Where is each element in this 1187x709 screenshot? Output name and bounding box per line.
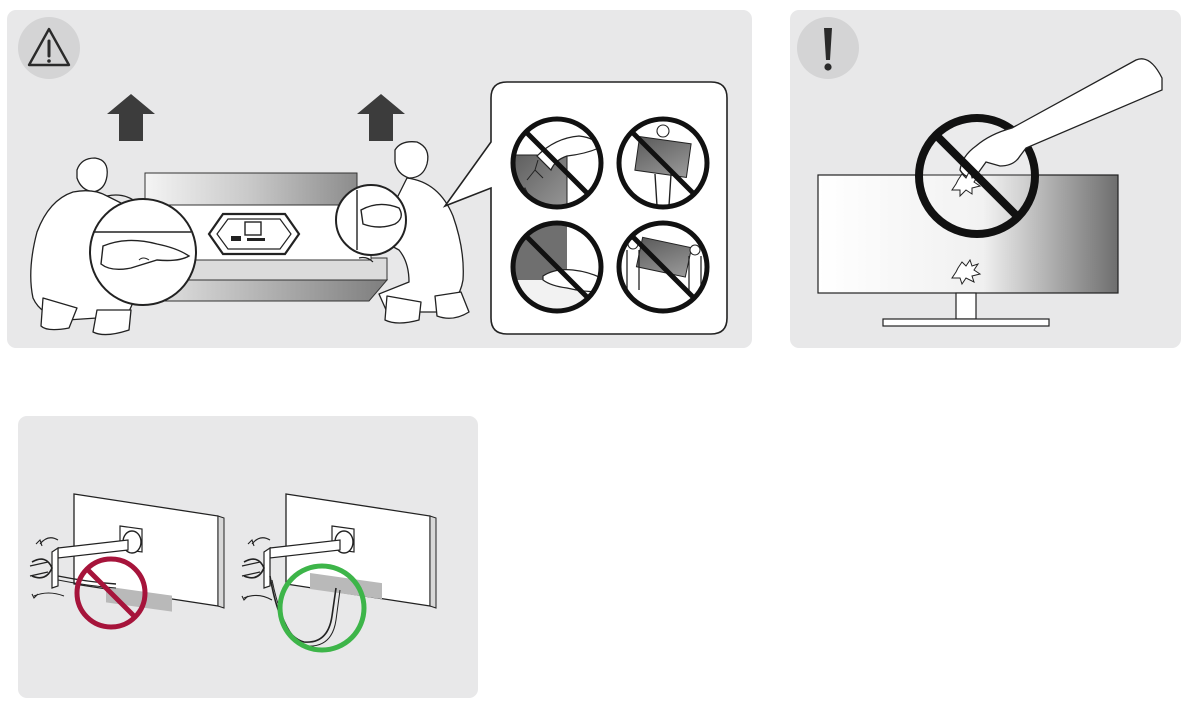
screen-pressure-illustration xyxy=(797,17,1163,327)
lift-illustration xyxy=(18,17,728,336)
up-arrow-icon xyxy=(357,94,405,141)
cable-slack-ok-icon xyxy=(241,493,437,653)
cable-management-panel xyxy=(18,416,478,698)
carry-with-two-people-icon xyxy=(616,220,710,314)
lift-warning-panel xyxy=(7,10,752,348)
exclamation-icon xyxy=(797,17,859,79)
do-not-press-screen-icon xyxy=(915,58,1163,238)
hand-grip-side-zoom xyxy=(335,184,407,256)
warning-triangle-icon xyxy=(18,17,80,79)
do-not-carry-alone-icon xyxy=(616,116,710,210)
cable-illustration xyxy=(29,493,437,653)
hand-grip-bottom-zoom xyxy=(89,198,197,306)
cable-too-tight-icon xyxy=(29,493,225,630)
up-arrow-icon xyxy=(107,94,155,141)
screen-pressure-panel xyxy=(790,10,1181,348)
do-not-grip-screen-icon xyxy=(510,116,604,210)
